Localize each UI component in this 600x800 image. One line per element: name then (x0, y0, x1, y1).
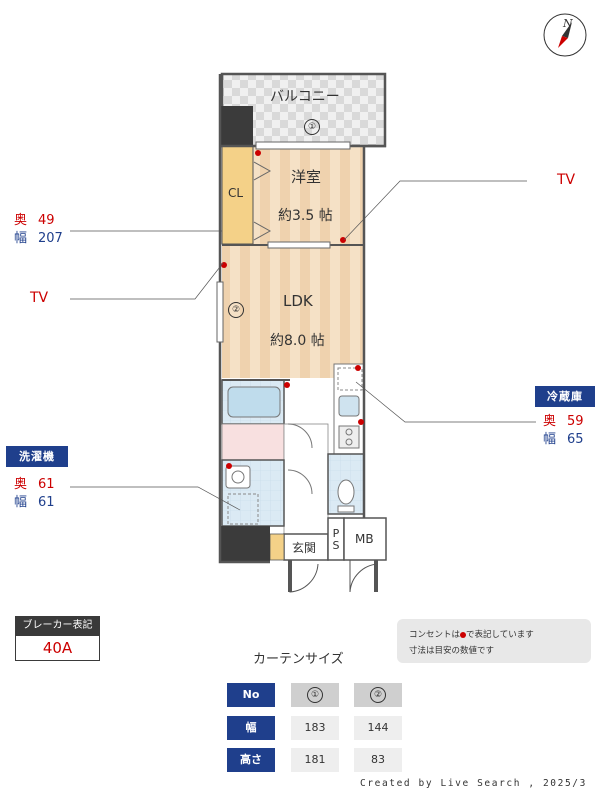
ldk-name: LDK (283, 292, 313, 310)
curtain-header-no: No (227, 683, 275, 707)
bathtub (227, 386, 281, 418)
leader-lines (70, 180, 536, 511)
tv-label-left: TV (30, 290, 49, 306)
entrance-shoebox (269, 533, 285, 561)
curtain-col1-width: 183 (291, 716, 339, 740)
balcony-window-number: ① (304, 119, 320, 135)
western-room-name: 洋室 (291, 168, 322, 186)
western-room-size: 約3.5 帖 (278, 208, 333, 224)
window-balcony (255, 141, 351, 150)
curtain-col1-height: 181 (291, 748, 339, 772)
washer-space (227, 493, 259, 525)
outlet-dot-icon (460, 631, 467, 638)
breaker-value: 40A (15, 635, 100, 661)
outlet-dots (221, 150, 364, 469)
western-room-floor (253, 146, 364, 244)
curtain-col1-no: ① (291, 683, 339, 707)
fridge-space (337, 367, 363, 391)
window-western (267, 241, 331, 249)
curtain-header-width: 幅 (227, 716, 275, 740)
compass-north-label: N (562, 17, 573, 30)
entrance-label: 玄関 (292, 541, 317, 555)
footer-credit: Created by Live Search , 2025/3 (360, 778, 587, 789)
balcony-label: バルコニー (270, 89, 340, 105)
lower-wall-block (219, 526, 270, 562)
sink (338, 395, 360, 417)
mb-label: MB (355, 532, 374, 546)
hall-floor (283, 423, 329, 535)
washbasin (225, 465, 251, 489)
curtain-title: カーテンサイズ (253, 652, 344, 667)
curtain-col2-width: 144 (354, 716, 402, 740)
legend-note: コンセントはで表記しています 寸法は目安の数値です (397, 619, 591, 663)
curtain-header-height: 高さ (227, 748, 275, 772)
corridor-floor (221, 423, 285, 461)
washer-title: 洗濯機 (6, 446, 68, 467)
ldk-floor (222, 246, 364, 378)
curtain-col2-height: 83 (354, 748, 402, 772)
breaker-title: ブレーカー表記 (15, 616, 100, 635)
closet-label: CL (228, 186, 244, 200)
mb-floor (343, 517, 387, 561)
curtain-col2-no: ② (354, 683, 402, 707)
compass-icon: N (543, 13, 587, 57)
fridge-title: 冷蔵庫 (535, 386, 595, 407)
ps-label: PS (332, 527, 340, 552)
window-ldk (216, 281, 224, 343)
balcony-wall-block (219, 106, 253, 146)
ldk-size: 約8.0 帖 (270, 333, 325, 349)
ldk-window-number: ② (228, 302, 244, 318)
tv-label-right: TV (557, 172, 576, 188)
stove (338, 425, 360, 449)
